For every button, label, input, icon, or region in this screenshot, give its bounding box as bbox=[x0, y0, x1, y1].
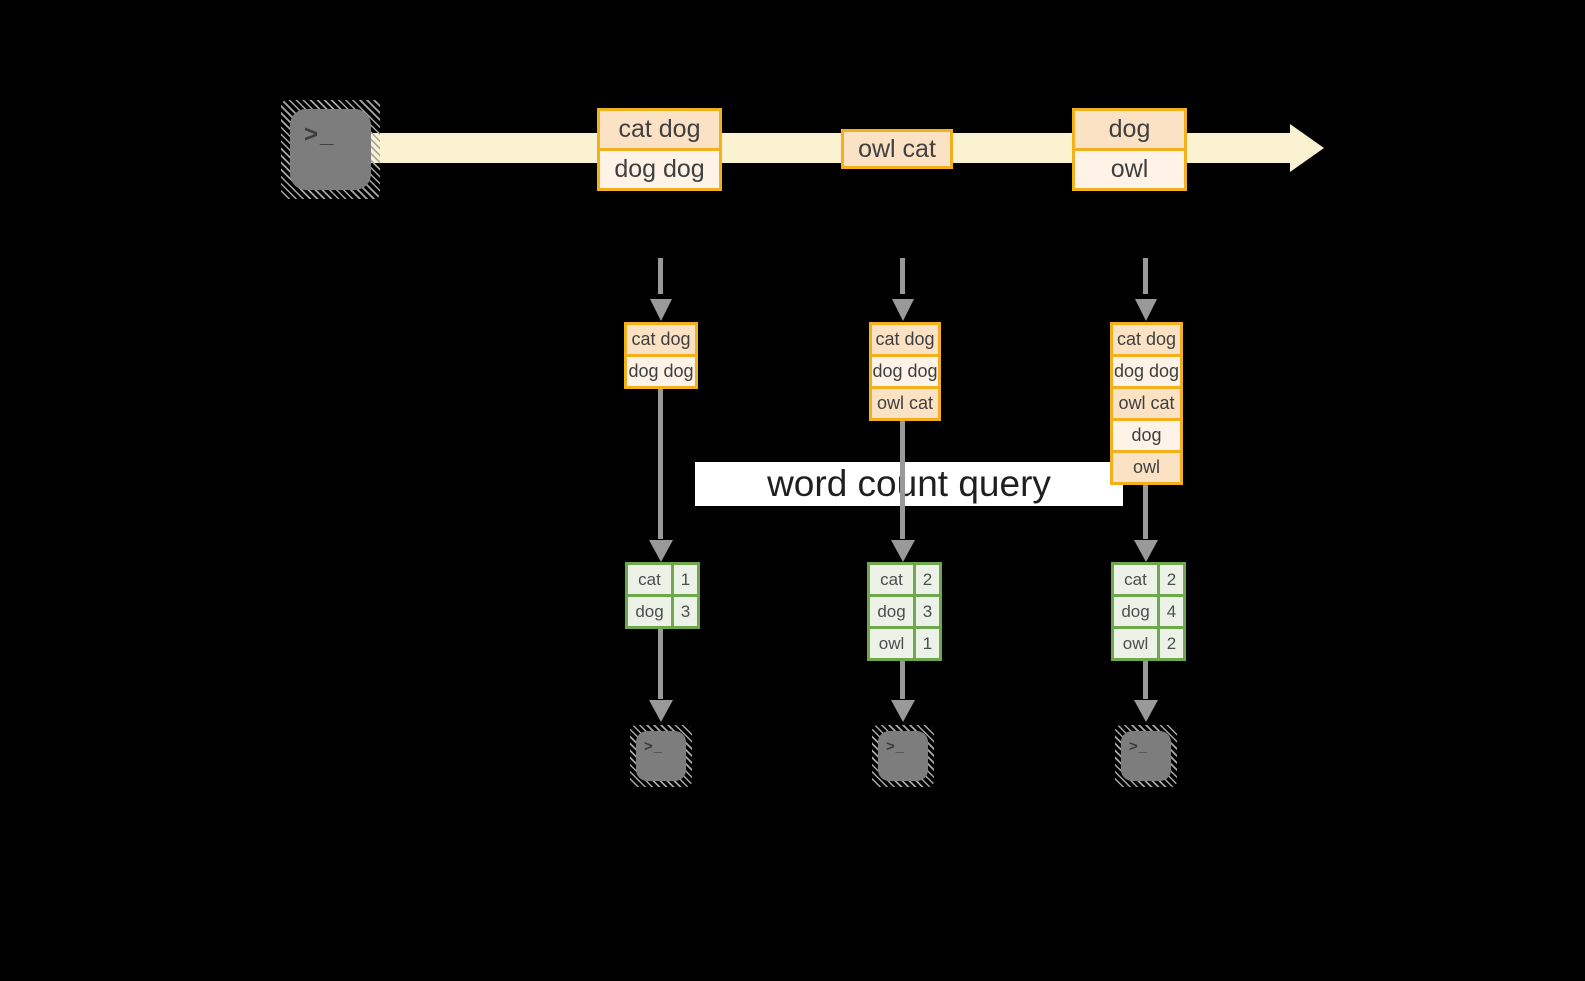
stream-event-line: dog dog bbox=[600, 148, 719, 188]
output-terminal-icon: >_ bbox=[630, 725, 692, 787]
dashed-arrowhead-icon bbox=[650, 299, 672, 321]
table-cell-count: 2 bbox=[1160, 565, 1183, 594]
terminal-prompt-icon: >_ bbox=[290, 109, 371, 190]
dashed-arrowhead-icon bbox=[1135, 299, 1157, 321]
stream-event-box-3: dog owl bbox=[1072, 108, 1187, 191]
connector-arrowhead-icon bbox=[891, 540, 915, 562]
dashed-arrow-stem bbox=[900, 258, 905, 294]
micro-batch-stack-3: cat dog dog dog owl cat dog owl bbox=[1110, 322, 1183, 485]
batch-line: owl bbox=[1113, 450, 1180, 482]
table-cell-word: cat bbox=[1114, 565, 1157, 594]
stream-event-box-2: owl cat bbox=[841, 129, 953, 169]
word-count-table-3: cat 2 dog 4 owl 2 bbox=[1111, 562, 1186, 661]
micro-batch-stack-1: cat dog dog dog bbox=[624, 322, 698, 389]
connector-arrowhead-icon bbox=[891, 700, 915, 722]
table-cell-word: owl bbox=[870, 629, 913, 658]
word-count-table-1: cat 1 dog 3 bbox=[625, 562, 700, 629]
terminal-prompt-icon: >_ bbox=[878, 731, 928, 781]
stream-event-line: cat dog bbox=[600, 111, 719, 148]
connector-stem bbox=[658, 389, 663, 539]
connector-stem bbox=[900, 421, 905, 539]
table-cell-word: owl bbox=[1114, 629, 1157, 658]
batch-line: cat dog bbox=[627, 325, 695, 354]
connector-arrowhead-icon bbox=[1134, 700, 1158, 722]
table-cell-count: 4 bbox=[1160, 597, 1183, 626]
table-cell-word: dog bbox=[870, 597, 913, 626]
table-cell-word: dog bbox=[628, 597, 671, 626]
connector-stem bbox=[1143, 661, 1148, 699]
dashed-arrow-stem bbox=[658, 258, 663, 294]
dashed-arrow-stem bbox=[1143, 258, 1148, 294]
stream-event-line: owl cat bbox=[844, 132, 950, 166]
batch-line: dog dog bbox=[872, 354, 938, 386]
stream-event-line: dog bbox=[1075, 111, 1184, 148]
batch-line: dog dog bbox=[1113, 354, 1180, 386]
stream-event-line: owl bbox=[1075, 148, 1184, 188]
table-cell-count: 3 bbox=[674, 597, 697, 626]
micro-batch-stack-2: cat dog dog dog owl cat bbox=[869, 322, 941, 421]
connector-stem bbox=[658, 629, 663, 699]
connector-stem bbox=[900, 661, 905, 699]
connector-arrowhead-icon bbox=[649, 700, 673, 722]
connector-stem bbox=[1143, 485, 1148, 539]
connector-arrowhead-icon bbox=[1134, 540, 1158, 562]
batch-line: dog bbox=[1113, 418, 1180, 450]
terminal-prompt-icon: >_ bbox=[1121, 731, 1171, 781]
query-banner: word count query bbox=[695, 462, 1123, 506]
batch-line: dog dog bbox=[627, 354, 695, 386]
dashed-arrowhead-icon bbox=[892, 299, 914, 321]
table-cell-word: dog bbox=[1114, 597, 1157, 626]
connector-arrowhead-icon bbox=[649, 540, 673, 562]
stream-event-box-1: cat dog dog dog bbox=[597, 108, 722, 191]
source-terminal-icon: >_ bbox=[281, 100, 380, 199]
table-cell-count: 2 bbox=[916, 565, 939, 594]
batch-line: cat dog bbox=[1113, 325, 1180, 354]
table-cell-count: 3 bbox=[916, 597, 939, 626]
batch-line: cat dog bbox=[872, 325, 938, 354]
table-cell-count: 1 bbox=[674, 565, 697, 594]
table-cell-word: cat bbox=[870, 565, 913, 594]
table-cell-word: cat bbox=[628, 565, 671, 594]
terminal-prompt-icon: >_ bbox=[636, 731, 686, 781]
batch-line: owl cat bbox=[1113, 386, 1180, 418]
batch-line: owl cat bbox=[872, 386, 938, 418]
table-cell-count: 2 bbox=[1160, 629, 1183, 658]
input-stream-arrowhead-icon bbox=[1290, 124, 1324, 172]
output-terminal-icon: >_ bbox=[872, 725, 934, 787]
word-count-table-2: cat 2 dog 3 owl 1 bbox=[867, 562, 942, 661]
output-terminal-icon: >_ bbox=[1115, 725, 1177, 787]
table-cell-count: 1 bbox=[916, 629, 939, 658]
